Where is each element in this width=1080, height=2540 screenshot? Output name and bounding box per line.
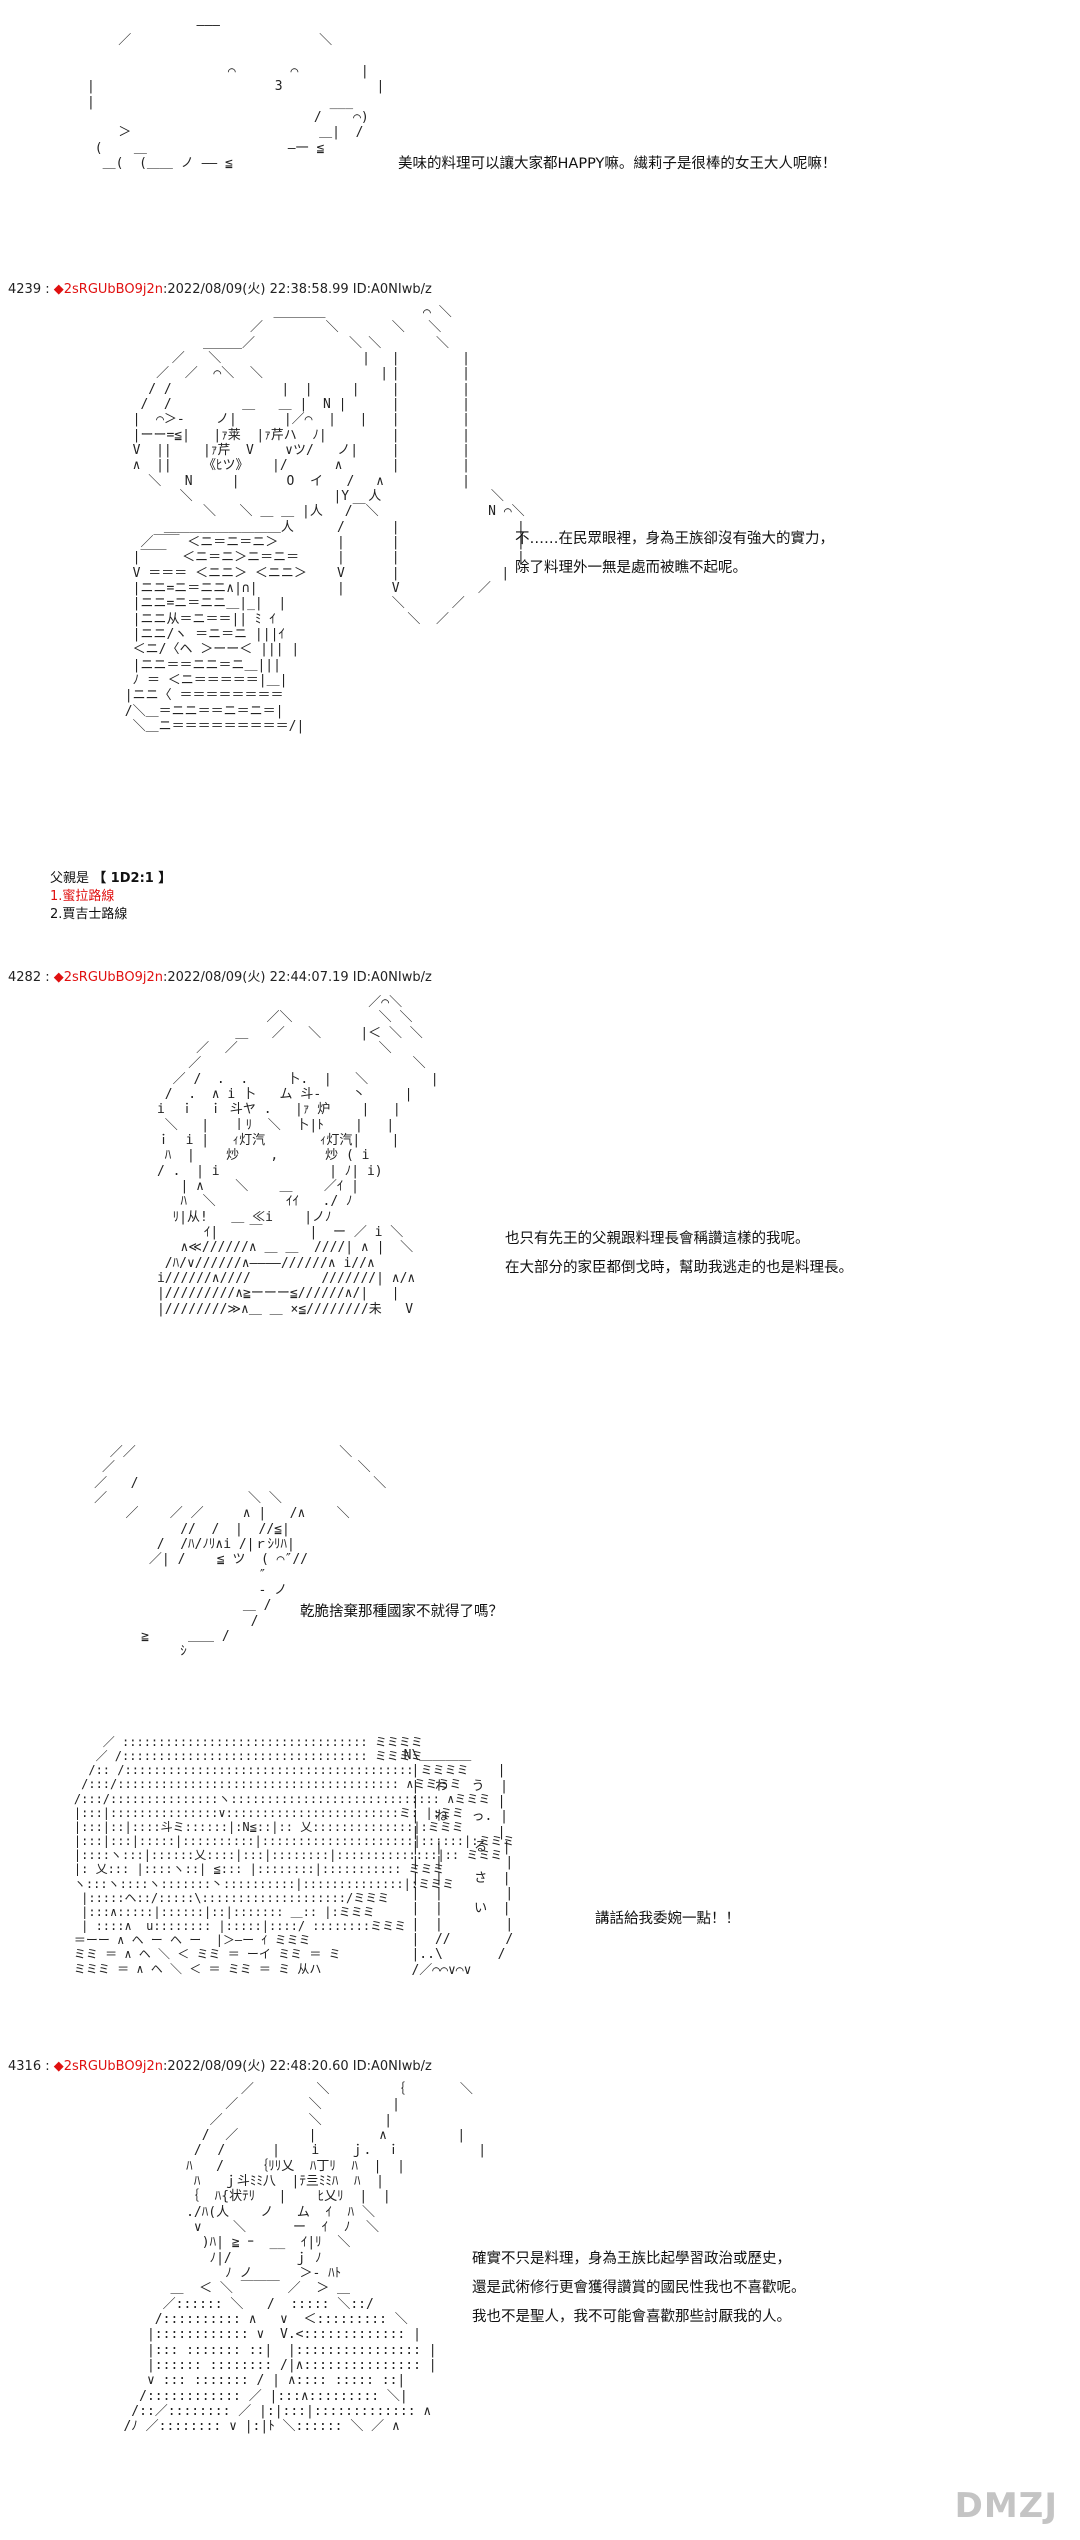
post-datetime-id: :2022/08/09(火) 22:48:20.60 ID:A0NIwb/z xyxy=(163,2059,432,2074)
post-tripcode[interactable]: 2sRGUbBO9j2n xyxy=(63,970,163,985)
post-tripcode[interactable]: 2sRGUbBO9j2n xyxy=(63,2059,163,2074)
trip-diamond-icon: ◆ xyxy=(53,970,64,985)
post-separator: : xyxy=(45,2059,50,2074)
choice-option-1: 1.蜜拉路線 xyxy=(50,889,115,905)
post-number: 4316 xyxy=(8,2059,42,2074)
ascii-art-panel-2-hair: ⌒ ＼ ＼ ＼ ＼ ＼ | | | | | | | | | | | | xyxy=(336,305,525,627)
ascii-art-panel-6: ／ ＼ ｛ ＼ ／ ＼ | ／ ＼ | / ／ | ∧ | / / | i ｊ.… xyxy=(123,2082,487,2435)
post-separator: : xyxy=(45,282,50,297)
dice-choice-block: 父親是 【 1D2:1 】 1.蜜拉路線 2.賈吉士路線 xyxy=(50,870,171,925)
ascii-art-panel-5-character: ／ :::::::::::::::::::::::::::::::::: ミミミ… xyxy=(73,1735,515,1976)
ascii-art-panel-2-character: ＿＿＿＿ ／ ＼ ＿＿＿／ ＼ ／ ＼ | ／ ／ ⌒＼ ＼ | / / | |… xyxy=(124,305,389,734)
post-header-4282: 4282 : ◆2sRGUbBO9j2n:2022/08/09(火) 22:44… xyxy=(8,966,432,985)
choice-intro-line: 父親是 【 1D2:1 】 xyxy=(50,870,171,888)
ascii-art-panel-5-speech-box: N\＿＿＿＿ | | | わ う | | | | ね っ. | | | | | … xyxy=(403,1748,514,1978)
dialog-line: 除了料理外一無是處而被瞧不起呢。 xyxy=(515,560,747,576)
post-datetime-id: :2022/08/09(火) 22:44:07.19 ID:A0NIwb/z xyxy=(163,970,432,985)
post-header-4316: 4316 : ◆2sRGUbBO9j2n:2022/08/09(火) 22:48… xyxy=(8,2055,432,2074)
post-separator: : xyxy=(45,970,50,985)
post-datetime-id: :2022/08/09(火) 22:38:58.99 ID:A0NIwb/z xyxy=(163,282,432,297)
post-number: 4282 xyxy=(8,970,42,985)
dialog-line: 還是武術修行更會獲得讚賞的國民性我也不喜歡呢。 xyxy=(472,2280,806,2296)
ascii-art-panel-3: ／⌒＼ ／＼ ＼ ＼ ＿ ／ ＼ |＜ ＼ ＼ ／ ／ ＼ ／ ＼ ／ / . … xyxy=(156,995,439,1317)
dialog-panel-2: 不……在民眾眼裡，身為王族卻沒有強大的實力， 除了料理外一無是處而被瞧不起呢。 xyxy=(515,525,834,583)
choice-option-2: 2.賈吉士路線 xyxy=(50,907,128,923)
choice-intro: 父親是 xyxy=(50,871,90,886)
dice-tag: 【 1D2:1 】 xyxy=(93,871,172,886)
dialog-line: 也只有先王的父親跟料理長會稱讚這樣的我呢。 xyxy=(505,1231,810,1247)
site-watermark-logo: DMZJ xyxy=(954,2486,1058,2526)
dialog-panel-5: 講話給我委婉一點！！ xyxy=(595,1911,740,1927)
dialog-line: 確實不只是料理，身為王族比起學習政治或歷史， xyxy=(472,2251,791,2267)
ascii-art-panel-1: ――― ／ ＼ ⌒ ⌒ | | 3 | | ___ xyxy=(86,18,385,171)
dialog-panel-6: 確實不只是料理，身為王族比起學習政治或歷史， 還是武術修行更會獲得讚賞的國民性我… xyxy=(472,2245,806,2332)
dialog-line: 在大部分的家臣都倒戈時，幫助我逃走的也是料理長。 xyxy=(505,1260,853,1276)
dialog-panel-3: 也只有先王的父親跟料理長會稱讚這樣的我呢。 在大部分的家臣都倒戈時，幫助我逃走的… xyxy=(505,1225,853,1283)
trip-diamond-icon: ◆ xyxy=(53,282,64,297)
dialog-line: 我也不是聖人，我不可能會喜歡那些討厭我的人。 xyxy=(472,2309,791,2325)
post-header-4239: 4239 : ◆2sRGUbBO9j2n:2022/08/09(火) 22:38… xyxy=(8,278,432,297)
post-number: 4239 xyxy=(8,282,42,297)
dialog-panel-4: 乾脆捨棄那種國家不就得了嗎？ xyxy=(300,1604,503,1620)
post-tripcode[interactable]: 2sRGUbBO9j2n xyxy=(63,282,163,297)
ascii-art-panel-4: ／／ ＼ ／ ＼ ／ / ＼ ／ ＼ ＼ ／ ／ ／ ∧ | /∧ ＼ // /… xyxy=(94,1445,387,1660)
dialog-line: 不……在民眾眼裡，身為王族卻沒有強大的實力， xyxy=(515,531,834,547)
trip-diamond-icon: ◆ xyxy=(53,2059,64,2074)
dialog-panel-1: 美味的料理可以讓大家都HAPPY嘛。繊莉子是很棒的女王大人呢嘛！ xyxy=(398,156,837,172)
